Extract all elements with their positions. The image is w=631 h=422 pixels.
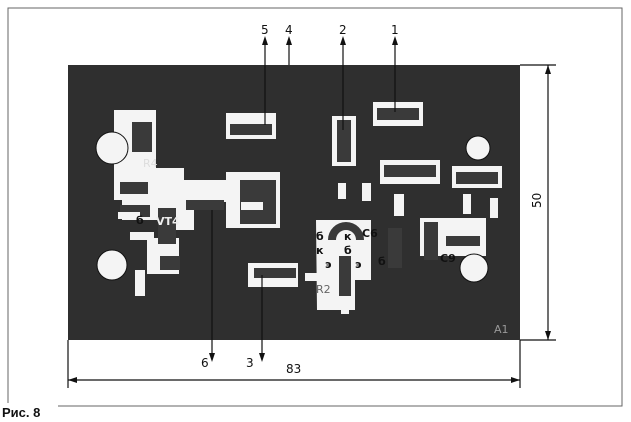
terminal-5: 5: [261, 23, 269, 37]
transistor-trace: [328, 222, 364, 241]
caption-bg: [0, 403, 58, 422]
resistors: [118, 156, 498, 314]
connectors: [95, 131, 491, 283]
label-vt4: VT4: [156, 215, 180, 228]
label-b-vt2: б: [344, 244, 352, 257]
label-r2: R2: [316, 283, 331, 296]
figure-frame: [7, 7, 623, 407]
connector-xs-top: [95, 131, 129, 165]
terminal-6: 6: [201, 356, 209, 370]
height-dimension: 50: [530, 193, 544, 208]
connector-xs2: [465, 135, 491, 161]
label-e1: э: [325, 258, 332, 271]
label-k-vt2: к: [344, 230, 352, 243]
terminal-3: 3: [246, 356, 254, 370]
arrowheads: [68, 36, 551, 383]
terminal-4: 4: [285, 23, 293, 37]
connector-xs1: [459, 253, 489, 283]
label-k-vt1: к: [316, 244, 324, 257]
lead-lines: [67, 40, 556, 388]
label-r4: R4: [143, 157, 158, 170]
label-b: б: [136, 214, 144, 227]
label-b-vt1: б: [316, 230, 324, 243]
label-a1: A1: [494, 323, 509, 336]
label-b-c6: б: [378, 255, 386, 268]
terminal-1: 1: [391, 23, 399, 37]
connector-xs-bottom: [96, 249, 128, 281]
label-e2: э: [355, 258, 362, 271]
label-c9: C9: [440, 252, 456, 265]
width-dimension: 83: [286, 362, 301, 376]
terminal-2: 2: [339, 23, 347, 37]
label-c6: C6: [362, 227, 378, 240]
figure-caption: Рис. 8: [2, 405, 40, 420]
